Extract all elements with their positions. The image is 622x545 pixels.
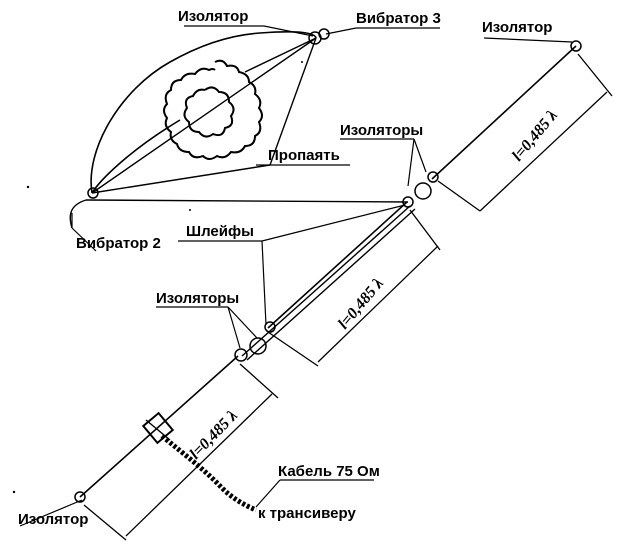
insulators-upper-group (402, 171, 439, 208)
label-insulator-top-left: Изолятор (178, 8, 248, 25)
label-insulator-bottom-left: Изолятор (18, 511, 88, 528)
insulators-middle-group (234, 321, 276, 362)
label-vibrator2: Вибратор 2 (76, 235, 161, 252)
loop-vibrator (87, 28, 330, 199)
label-length-middle: l=0,485 λ (335, 275, 387, 332)
vibrator2-wire (69, 199, 409, 229)
label-vibrator3: Вибратор 3 (356, 10, 441, 27)
main-element (79, 45, 577, 498)
label-length-upper: l=0,485 λ (509, 107, 561, 164)
label-insulators-upper: Изоляторы (340, 122, 423, 139)
label-loops: Шлейфы (186, 223, 254, 240)
label-insulators-middle: Изоляторы (156, 290, 239, 307)
balun-and-cable (141, 411, 257, 513)
label-solder: Пропаять (268, 147, 340, 164)
dimension-lines (83, 53, 613, 541)
label-to-transceiver: к трансиверу (258, 505, 356, 522)
label-length-lower: l=0,485 λ (187, 407, 241, 462)
label-insulator-top-right: Изолятор (482, 19, 552, 36)
label-cable: Кабель 75 Ом (278, 463, 380, 480)
end-insulators (74, 40, 582, 503)
scan-specks (12, 61, 303, 494)
leader-lines (19, 25, 573, 527)
